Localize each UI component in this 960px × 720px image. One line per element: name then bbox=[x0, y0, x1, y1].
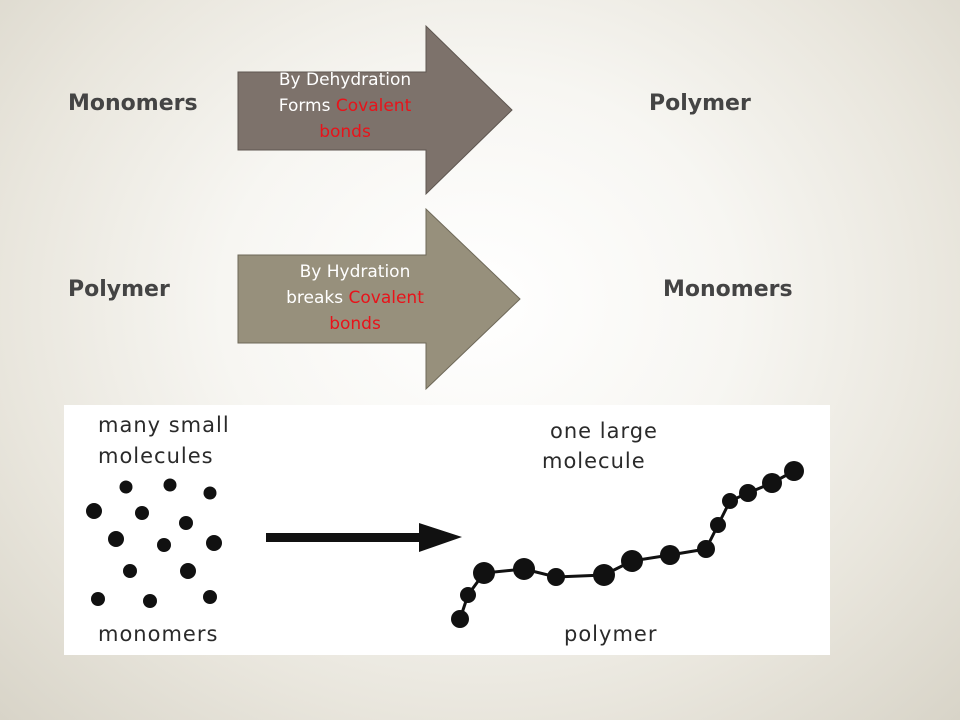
dehydration-verb: Forms bbox=[278, 96, 336, 116]
dehydration-line2: Forms Covalent bbox=[245, 93, 445, 119]
caption-monomers: monomers bbox=[98, 622, 218, 646]
reaction-arrow-head bbox=[419, 523, 462, 552]
monomer-dots bbox=[86, 478, 222, 608]
dehydration-line1: By Dehydration bbox=[278, 70, 412, 90]
hydration-line1: By Hydration bbox=[299, 262, 411, 282]
caption-molecules: molecules bbox=[98, 444, 214, 468]
polymer-bead bbox=[593, 564, 615, 586]
polymer-bead bbox=[460, 587, 476, 603]
polymerization-illustration: many small molecules monomers one larg bbox=[64, 405, 830, 655]
bonds-word: bonds bbox=[319, 122, 371, 142]
reaction-arrow-shaft bbox=[266, 533, 426, 542]
monomer-dot bbox=[180, 563, 196, 579]
monomer-dot bbox=[143, 594, 157, 608]
caption-many-small: many small bbox=[98, 413, 230, 437]
polymer-bead bbox=[710, 517, 726, 533]
caption-polymer: polymer bbox=[564, 622, 657, 646]
polymer-bead bbox=[451, 610, 469, 628]
polymer-label-bottom: Polymer bbox=[68, 277, 170, 302]
monomers-label-top: Monomers bbox=[68, 91, 198, 116]
polymer-bead bbox=[762, 473, 782, 493]
hydration-arrow-text: By Hydration breaks Covalent bonds bbox=[255, 259, 455, 337]
hydration-arrow bbox=[237, 207, 521, 391]
monomer-dot bbox=[91, 592, 105, 606]
monomer-dot bbox=[86, 503, 102, 519]
monomer-dot bbox=[119, 480, 133, 494]
polymer-bead bbox=[739, 484, 757, 502]
polymer-label-top: Polymer bbox=[649, 91, 751, 116]
polymer-bead bbox=[784, 461, 804, 481]
polymer-bead bbox=[547, 568, 565, 586]
dehydration-arrow bbox=[237, 24, 513, 196]
illustration-canvas: many small molecules monomers one larg bbox=[86, 413, 804, 646]
reaction-arrow bbox=[266, 523, 462, 552]
polymer-beads bbox=[451, 461, 804, 628]
monomer-dot bbox=[157, 538, 171, 552]
monomer-dot bbox=[203, 486, 217, 500]
covalent-word: Covalent bbox=[335, 96, 412, 116]
monomer-dot bbox=[123, 564, 137, 578]
monomer-dot bbox=[206, 535, 222, 551]
monomer-dot bbox=[163, 478, 177, 492]
polymer-bead bbox=[722, 493, 738, 509]
polymer-bead bbox=[660, 545, 680, 565]
monomer-dot bbox=[179, 516, 193, 530]
polymer-bead bbox=[621, 550, 643, 572]
monomer-dot bbox=[135, 506, 149, 520]
covalent-word-2: Covalent bbox=[348, 288, 424, 308]
polymer-chain bbox=[451, 461, 804, 628]
monomer-dot bbox=[108, 531, 124, 547]
bonds-word-2: bonds bbox=[329, 314, 381, 334]
monomer-dot bbox=[203, 590, 217, 604]
polymer-bead bbox=[513, 558, 535, 580]
hydration-line2: breaks Covalent bbox=[255, 285, 455, 311]
caption-one-large: one large bbox=[550, 419, 658, 443]
caption-molecule: molecule bbox=[542, 449, 646, 473]
monomers-label-bottom: Monomers bbox=[663, 277, 793, 302]
dehydration-arrow-text: By Dehydration Forms Covalent bonds bbox=[245, 67, 445, 145]
polymer-bead bbox=[473, 562, 495, 584]
polymer-bead bbox=[697, 540, 715, 558]
hydration-verb: breaks bbox=[286, 288, 349, 308]
